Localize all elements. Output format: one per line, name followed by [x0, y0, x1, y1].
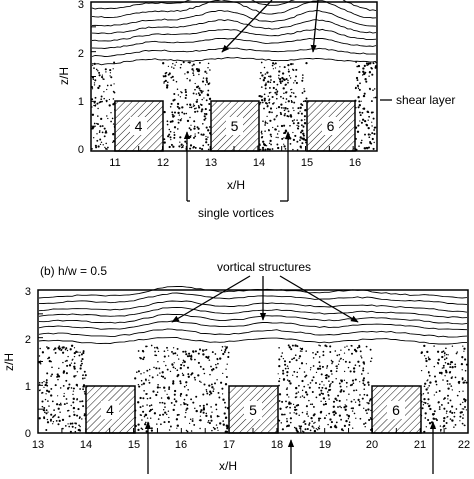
panel-a-ticks: [90, 1, 378, 152]
x-tick-label: 14: [253, 157, 265, 169]
panel-b-streamlines: [38, 285, 468, 345]
panel-b-block-6: 6: [371, 385, 422, 434]
x-axis-label: x/H: [227, 178, 245, 192]
x-tick-label: 15: [301, 157, 313, 169]
block-label: 5: [231, 118, 239, 134]
annotation-vortical-structures: vortical structures: [171, 260, 359, 323]
annotation-arrows-bottom: [144, 421, 437, 474]
y-tick-label: 2: [25, 334, 31, 346]
x-tick-label: 18: [271, 439, 283, 451]
single-vortices-label: single vortices: [198, 206, 274, 220]
panel-a-block-4: 4: [114, 100, 164, 152]
panel-a-streamlines: [91, 0, 377, 66]
block-label: 6: [392, 402, 400, 418]
x-tick-label: 15: [128, 439, 140, 451]
panel-a-block-6: 6: [306, 100, 356, 152]
panel-a-block-5: 5: [210, 100, 260, 152]
y-tick-label: 2: [78, 48, 84, 60]
x-tick-label: 12: [157, 157, 169, 169]
block-label: 5: [249, 402, 257, 418]
y-tick-label: 3: [78, 0, 84, 11]
panel-b-ticks: [37, 289, 469, 434]
x-tick-label: 13: [32, 439, 44, 451]
y-tick-label: 1: [78, 96, 84, 108]
x-tick-label: 20: [366, 439, 378, 451]
x-tick-label: 21: [414, 439, 426, 451]
annotation-shear-layer: shear layer: [380, 93, 455, 107]
panel-b: (b) h/w = 0.5 4 5 6 3 2 1 0 z/H 13 14: [2, 260, 470, 474]
x-tick-label: 14: [80, 439, 92, 451]
y-axis-label: z/H: [57, 67, 71, 85]
x-tick-label: 16: [349, 157, 361, 169]
x-tick-label: 22: [458, 439, 470, 451]
y-tick-label: 3: [25, 286, 31, 298]
panel-a: 4 5 6 3 2 1 0 z/H 11 12 13 14 15 16 x/H: [57, 0, 455, 220]
y-tick-label: 1: [25, 381, 31, 393]
x-tick-label: 17: [223, 439, 235, 451]
x-axis-label: x/H: [219, 459, 237, 473]
x-tick-label: 19: [319, 439, 331, 451]
x-tick-label: 11: [109, 157, 120, 169]
x-tick-label: 16: [175, 439, 187, 451]
shear-layer-label: shear layer: [396, 93, 455, 107]
block-label: 4: [135, 118, 143, 134]
annotation-arrows-top: [221, 0, 319, 53]
y-axis-label: z/H: [2, 353, 16, 371]
y-tick-label: 0: [78, 144, 84, 156]
x-tick-label: 13: [205, 157, 217, 169]
y-tick-label: 0: [25, 428, 31, 440]
panel-b-title: (b) h/w = 0.5: [40, 264, 107, 278]
block-label: 6: [327, 118, 335, 134]
panel-b-block-5: 5: [228, 385, 279, 434]
annotation-single-vortices: single vortices: [183, 131, 292, 220]
panel-b-block-4: 4: [85, 385, 136, 434]
vortical-structures-label: vortical structures: [217, 260, 311, 274]
block-label: 4: [106, 402, 114, 418]
